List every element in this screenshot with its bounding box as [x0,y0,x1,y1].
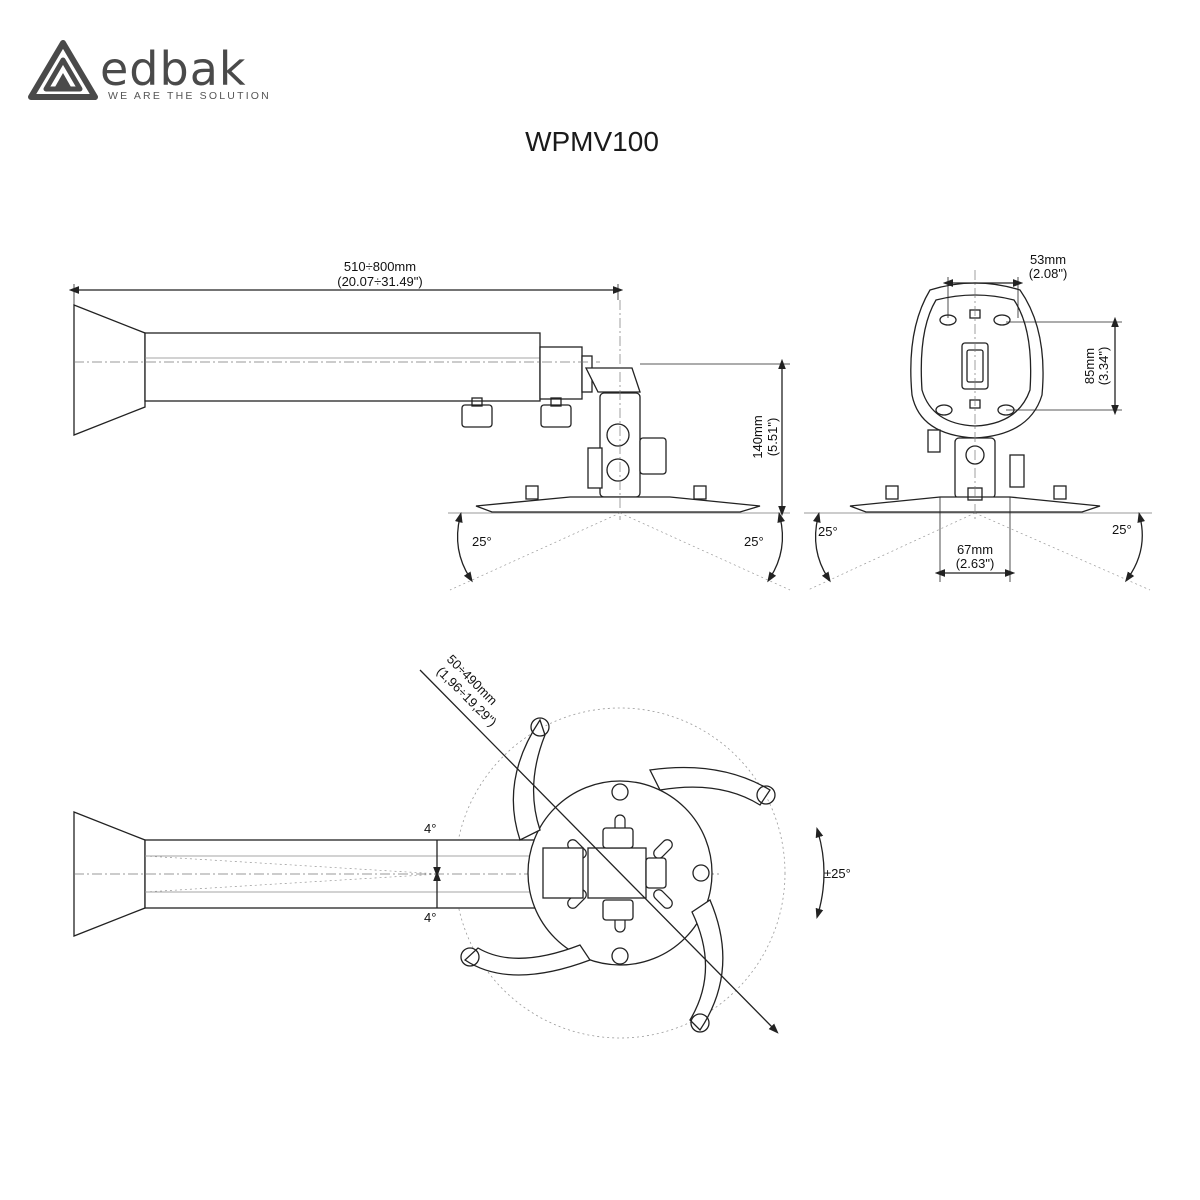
height-in-label: (5.51") [765,418,780,457]
edbak-logo-icon [28,40,98,100]
width-top-in-label: (2.08") [1029,266,1068,281]
length-in-label: (20.07÷31.49") [337,274,422,289]
width-top-mm-label: 53mm [1030,252,1066,267]
tilt-angle-left: 25° [472,534,492,549]
height-mm-label: 140mm [750,415,765,458]
width-base-in-label: (2.63") [956,556,995,571]
brand-name: edbak [100,42,247,96]
top-view [73,669,825,1039]
front-tilt-angle-left: 25° [818,524,838,539]
plate-height-in-label: (3.34") [1096,347,1111,386]
width-base-mm-label: 67mm [957,542,993,557]
brand-tagline: WE ARE THE SOLUTION [108,90,271,102]
swivel-angle-label: ±25° [824,866,851,881]
arm-angle-top: 4° [424,821,436,836]
front-tilt-angle-right: 25° [1112,522,1132,537]
arm-angle-bottom: 4° [424,910,436,925]
tilt-angle-right: 25° [744,534,764,549]
brand-logo: edbak WE ARE THE SOLUTION [28,40,278,104]
plate-height-mm-label: 85mm [1082,348,1097,384]
side-view [68,284,791,591]
front-view [804,270,1152,591]
product-title: WPMV100 [525,126,659,157]
length-mm-label: 510÷800mm [344,259,416,274]
